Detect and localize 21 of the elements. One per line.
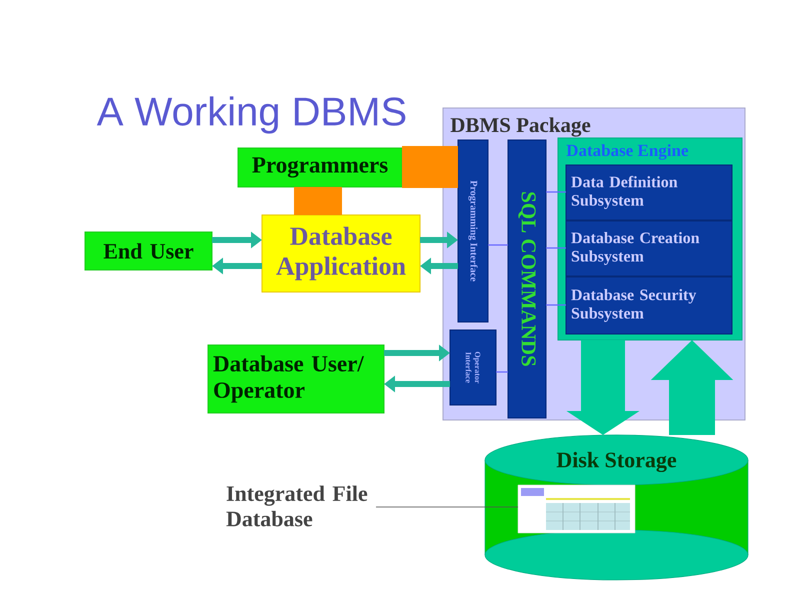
title: A Working DBMS	[96, 96, 406, 134]
connector-line	[496, 371, 508, 373]
interface-box: Operator Interface	[450, 330, 496, 406]
interface-bar: Programming Interface	[458, 140, 488, 322]
subsystem-box: Database Security Subsystem	[566, 276, 732, 334]
command-bar: SQL COMMANDS	[508, 140, 546, 418]
subsystem-box: Database Creation Subsystem	[566, 220, 732, 276]
role-box: Database User/ Operator	[208, 344, 384, 414]
plug-connector	[402, 146, 458, 188]
role-box: End User	[84, 231, 212, 270]
connector-line	[546, 304, 566, 306]
application-box: Database Application	[262, 214, 420, 292]
leader-label: Integrated File Database	[226, 486, 368, 526]
leader-line	[376, 506, 518, 508]
connector-line	[488, 244, 508, 246]
table-picture	[518, 484, 636, 534]
connector-line	[546, 247, 566, 249]
connector-line	[546, 191, 566, 193]
subsystem-box: Data Definition Subsystem	[566, 164, 732, 220]
role-box: Programmers	[238, 147, 402, 188]
plug-connector	[294, 187, 342, 215]
